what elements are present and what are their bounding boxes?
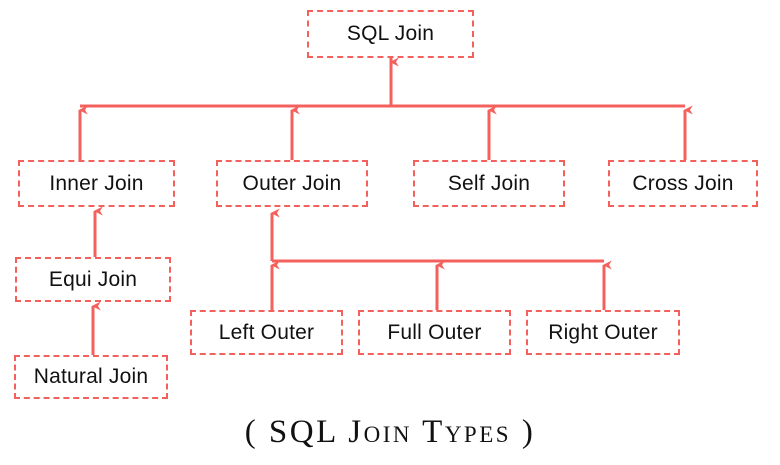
node-natural-join[interactable]: Natural Join bbox=[14, 355, 168, 399]
node-self-join[interactable]: Self Join bbox=[413, 160, 565, 207]
node-label-full-outer: Full Outer bbox=[387, 320, 482, 344]
node-sql-join[interactable]: SQL Join bbox=[307, 10, 474, 58]
node-label-left-outer: Left Outer bbox=[218, 320, 315, 344]
node-label-inner-join: Inner Join bbox=[49, 171, 144, 195]
node-label-equi-join: Equi Join bbox=[48, 267, 138, 291]
node-label-cross-join: Cross Join bbox=[632, 171, 734, 195]
node-label-sql-join: SQL Join bbox=[346, 22, 435, 45]
node-inner-join[interactable]: Inner Join bbox=[18, 160, 175, 207]
node-right-outer[interactable]: Right Outer bbox=[526, 310, 680, 355]
node-label-natural-join: Natural Join bbox=[33, 365, 149, 388]
node-label-self-join: Self Join bbox=[447, 171, 531, 195]
node-full-outer[interactable]: Full Outer bbox=[358, 310, 511, 355]
diagram-caption: ( SQL Join Types ) bbox=[244, 414, 536, 450]
node-left-outer[interactable]: Left Outer bbox=[190, 310, 343, 355]
node-label-outer-join: Outer Join bbox=[242, 171, 342, 195]
node-cross-join[interactable]: Cross Join bbox=[608, 160, 758, 207]
node-outer-join[interactable]: Outer Join bbox=[216, 160, 368, 207]
node-equi-join[interactable]: Equi Join bbox=[15, 257, 171, 302]
node-label-right-outer: Right Outer bbox=[548, 320, 658, 344]
